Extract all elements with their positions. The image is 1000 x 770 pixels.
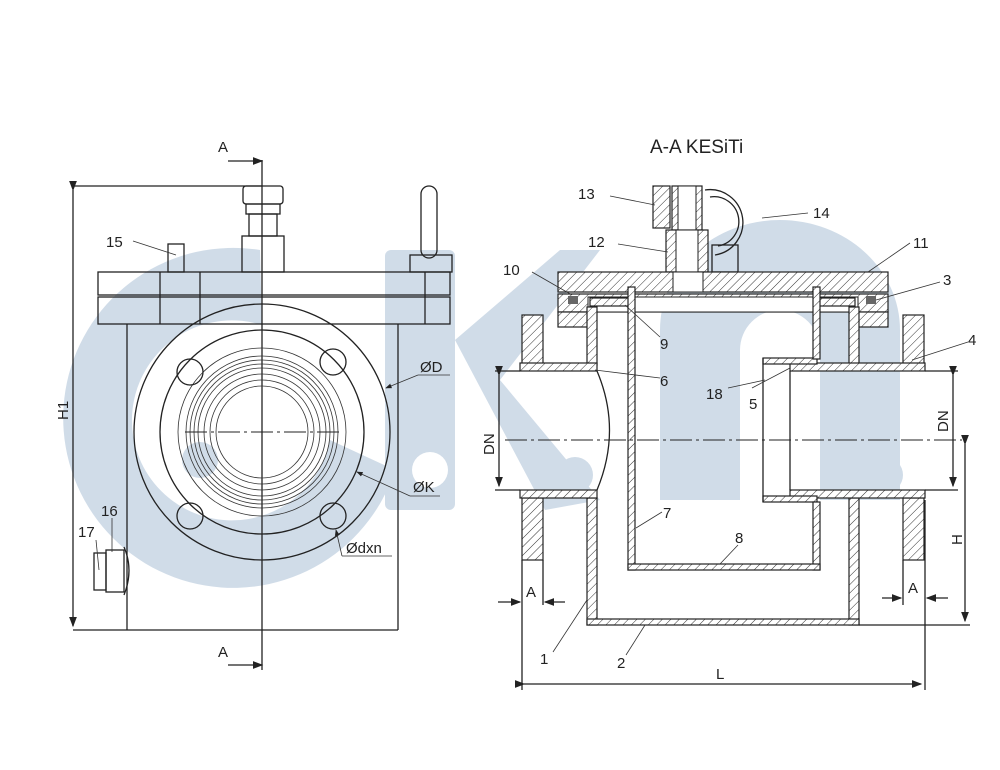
dim-a-right: A	[908, 580, 918, 597]
dim-h1: H1	[55, 401, 72, 420]
part-label-5: 5	[749, 396, 757, 413]
part-label-7: 7	[663, 505, 671, 522]
part-label-3: 3	[943, 272, 951, 289]
dim-bolt-holes: Ødxn	[346, 540, 382, 557]
part-label-8: 8	[735, 530, 743, 547]
dim-bolt-circle: ØK	[413, 479, 435, 496]
bolt-holes	[176, 348, 347, 530]
dim-a-left: A	[526, 584, 536, 601]
part-label-14: 14	[813, 205, 830, 222]
part-label-9: 9	[660, 336, 668, 353]
part-label-12: 12	[588, 234, 605, 251]
part-label-15: 15	[106, 234, 123, 251]
part-label-4: 4	[968, 332, 976, 349]
part-label-16: 16	[101, 503, 118, 520]
part-label-13: 13	[578, 186, 595, 203]
part-label-17: 17	[78, 524, 95, 541]
front-view: A A H1 15 ØD ØK Ødxn 17 16	[55, 139, 453, 670]
dim-dn-outlet: DN	[935, 410, 952, 432]
section-marker-bottom: A	[218, 644, 228, 661]
dim-outer-diameter: ØD	[420, 359, 443, 376]
dim-dn-inlet: DN	[481, 433, 498, 455]
part-label-10: 10	[503, 262, 520, 279]
part-label-2: 2	[617, 655, 625, 672]
dim-l: L	[716, 666, 724, 683]
section-marker-top: A	[218, 139, 228, 156]
part-label-1: 1	[540, 651, 548, 668]
dim-h: H	[949, 534, 966, 545]
section-view: A-A KESiTi DN DN H A A L 13 12 10 14 11 …	[481, 137, 976, 690]
part-label-18: 18	[706, 386, 723, 403]
part-label-6: 6	[660, 373, 668, 390]
section-title: A-A KESiTi	[650, 137, 743, 158]
part-label-11: 11	[913, 235, 929, 252]
